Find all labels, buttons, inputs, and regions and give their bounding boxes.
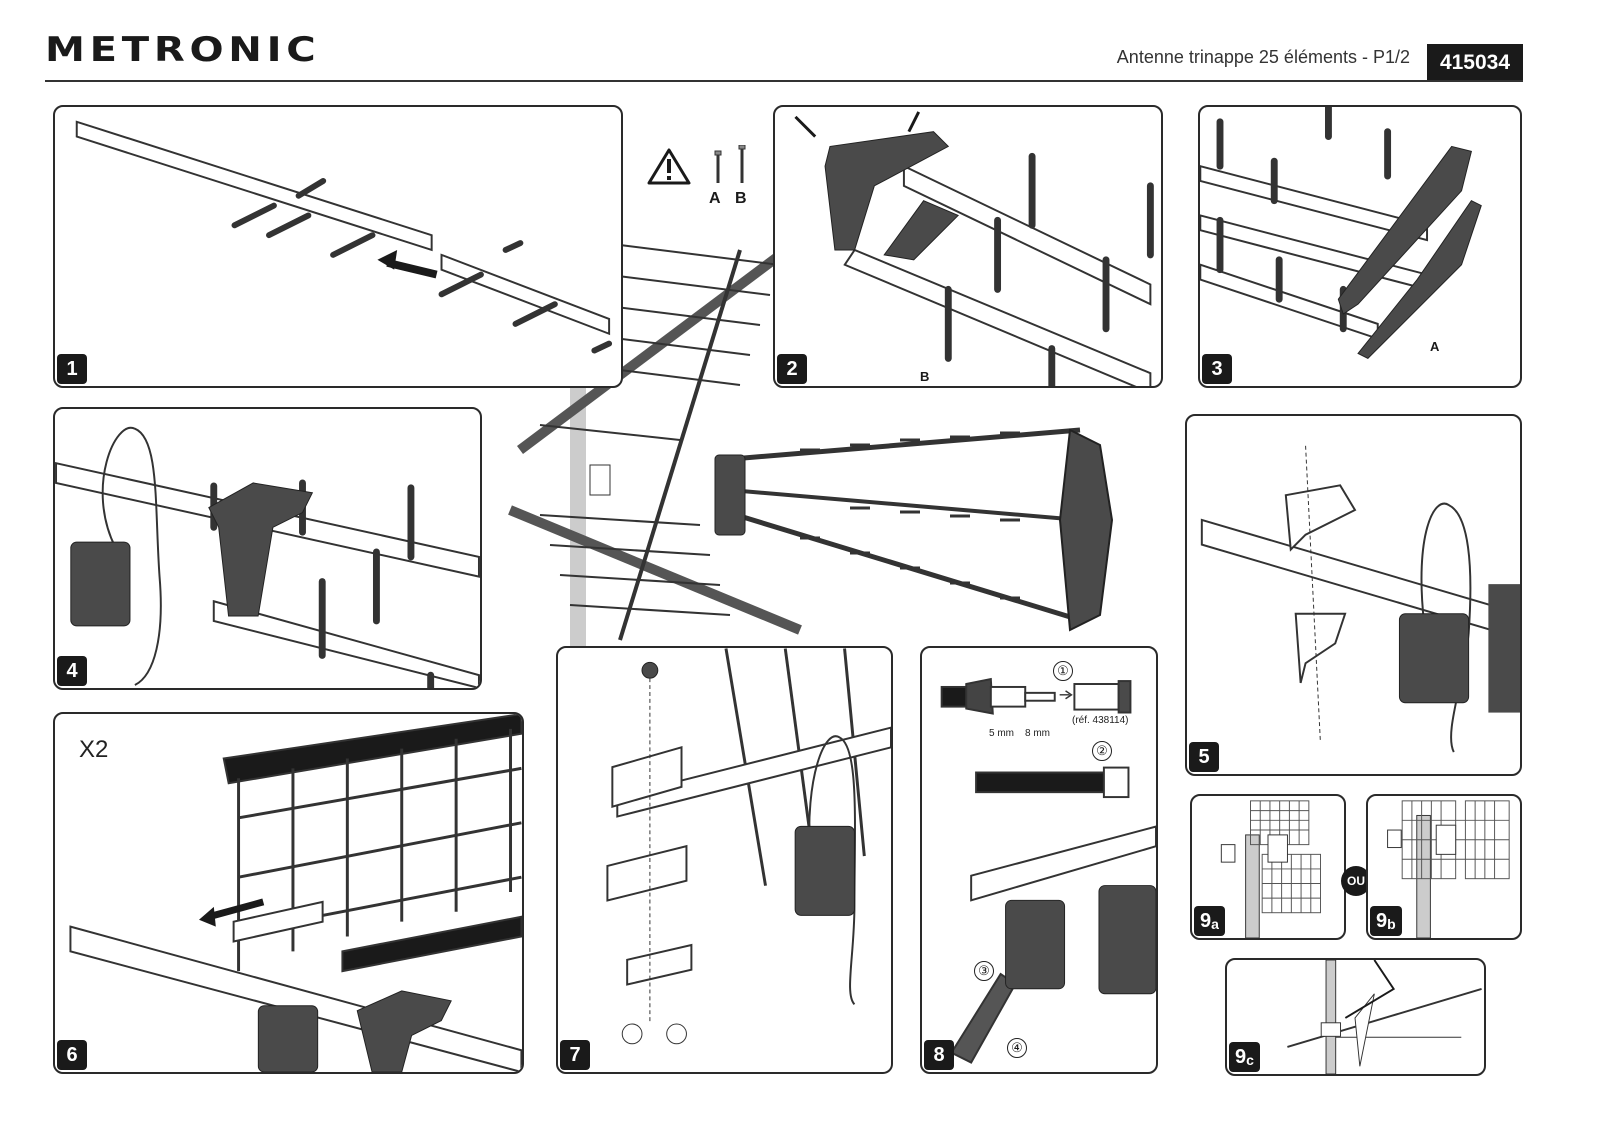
boom-assembly-drawing — [75, 120, 613, 354]
coax-cable-connection-drawing — [940, 677, 1156, 1064]
step-number-badge: 4 — [57, 656, 87, 686]
strip-length-5mm: 5 mm — [989, 728, 1014, 739]
mast-u-bolt-drawing — [606, 648, 891, 1045]
step-suffix: c — [1246, 1052, 1254, 1068]
product-reference-badge: 415034 — [1427, 44, 1523, 82]
step-suffix: b — [1387, 916, 1396, 932]
boom-clamp-drawing — [1200, 445, 1520, 753]
step-panel-5: 5 — [1185, 414, 1522, 776]
screw-b-label: B — [735, 190, 747, 207]
step-panel-2: B 2 — [773, 105, 1163, 388]
step-panel-6: X2 6 — [53, 712, 524, 1074]
step-panel-8: ① ② ③ ④ 5 mm 8 mm (réf. 438114) 8 — [920, 646, 1158, 1074]
reflector-bracket-detail-drawing — [1200, 107, 1482, 359]
step-marker-4: ④ — [1007, 1038, 1027, 1058]
screw-b-callout: B — [920, 369, 930, 384]
step-number-badge: 2 — [777, 354, 807, 384]
antenna-overview-illustration — [500, 220, 1140, 650]
screw-a-label: A — [709, 190, 721, 207]
step-number-badge: 3 — [1202, 354, 1232, 384]
step-number: 9 — [1200, 909, 1212, 932]
document-title: Antenne trinappe 25 éléments - P1/2 — [1116, 47, 1410, 67]
mast-mount-option-a-drawing — [1220, 800, 1322, 938]
brand-logo: METRONIC — [45, 30, 321, 70]
step-panel-3: A 3 — [1198, 105, 1522, 388]
step-suffix: a — [1211, 916, 1219, 932]
step-number-badge: 6 — [57, 1040, 87, 1070]
step-number: 9 — [1235, 1045, 1247, 1068]
step-marker-2: ② — [1092, 741, 1112, 761]
step-number-badge: 1 — [57, 354, 87, 384]
step-number: 9 — [1376, 909, 1388, 932]
quantity-multiplier: X2 — [79, 736, 109, 763]
step-number-badge: 8 — [924, 1040, 954, 1070]
step-marker-1: ① — [1053, 661, 1073, 681]
screw-warning: A B — [645, 145, 755, 215]
warning-triangle-icon — [647, 145, 746, 185]
connector-reference: (réf. 438114) — [1072, 715, 1129, 726]
mast-mount-option-b-drawing — [1387, 800, 1510, 938]
step-panel-4: 4 — [53, 407, 482, 690]
step-panel-1: 1 — [53, 105, 623, 388]
reflector-grid-mount-drawing — [69, 714, 522, 1072]
header-divider — [45, 80, 1523, 82]
step-marker-3: ③ — [974, 961, 994, 981]
antenna-tilt-angle-drawing — [1287, 960, 1482, 1074]
step-number-badge: 5 — [1189, 742, 1219, 772]
mast-clamp-bracket-drawing — [55, 426, 480, 688]
strip-length-8mm: 8 mm — [1025, 728, 1050, 739]
antenna-overview-drawing — [508, 236, 1114, 650]
step-panel-7: 7 — [556, 646, 893, 1074]
step-number-badge: 7 — [560, 1040, 590, 1070]
reflector-bracket-drawing — [794, 111, 1154, 386]
screw-a-callout: A — [1430, 339, 1440, 354]
